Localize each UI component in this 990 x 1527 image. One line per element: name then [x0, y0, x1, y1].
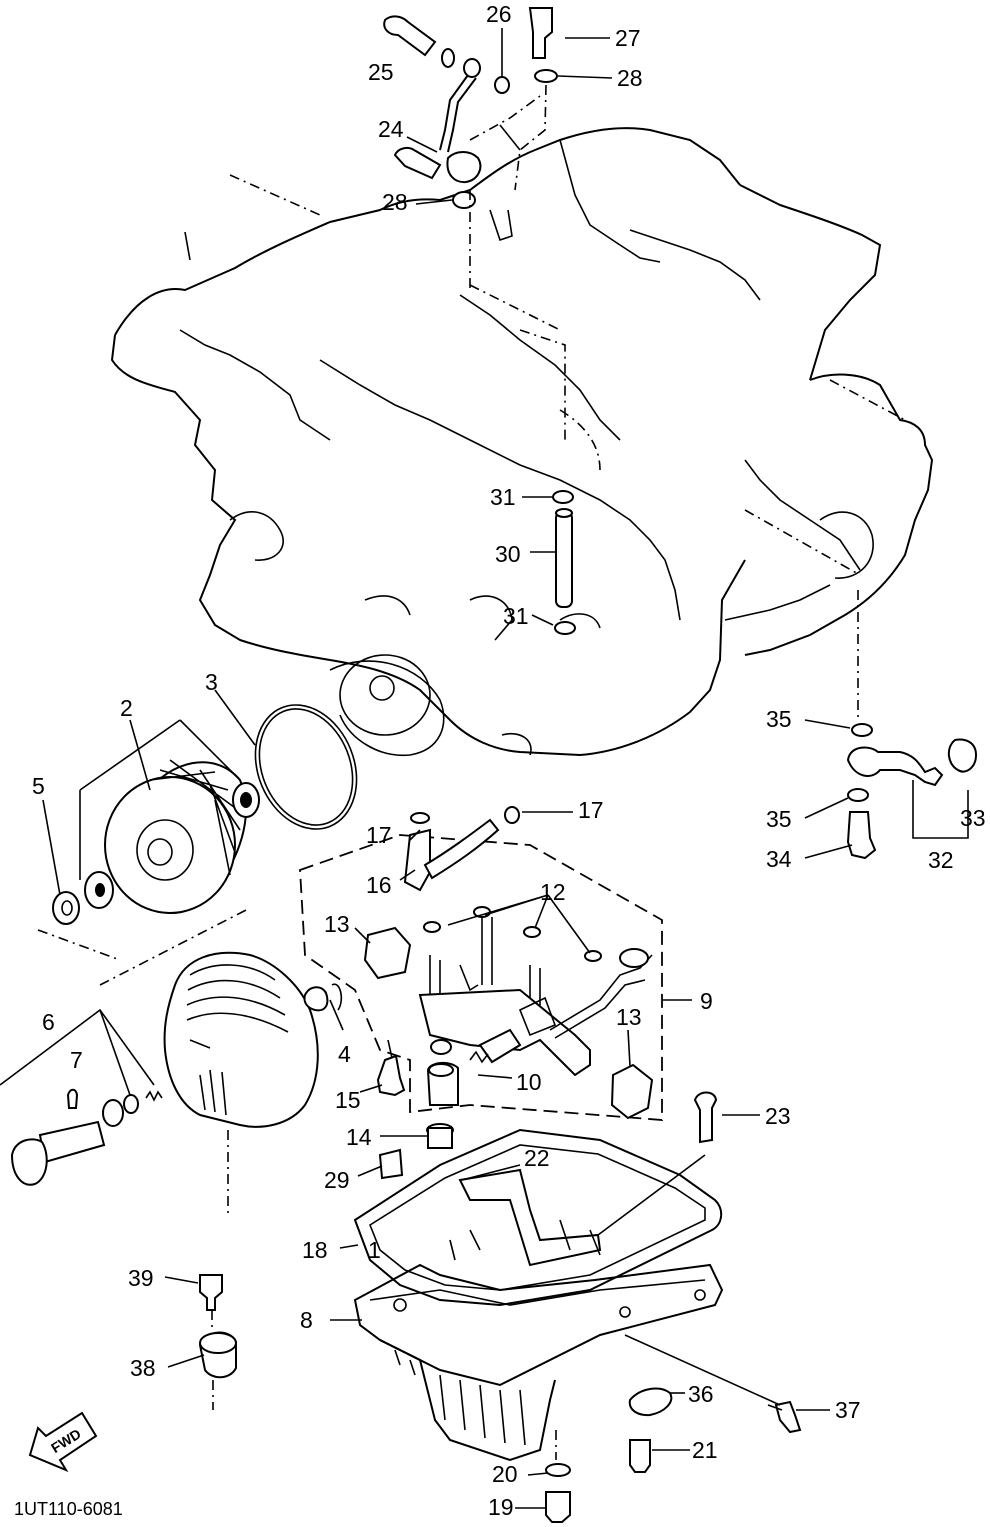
callout-label: 35 [766, 806, 792, 832]
callout-label: 17 [366, 822, 392, 848]
oil-filter-group [37, 704, 358, 986]
callout-label: 4 [338, 1041, 351, 1067]
callout-label: 37 [835, 1397, 861, 1423]
callout-label: 9 [700, 988, 713, 1014]
bolt-and-cap-38-39 [198, 1274, 237, 1410]
callout-label: 6 [42, 1009, 55, 1035]
oil-hose-32-35-group [846, 590, 978, 860]
drawing-code: 1UT110-6081 [14, 1499, 123, 1519]
callout-label: 3 [205, 669, 218, 695]
callout-label: 25 [368, 59, 394, 85]
oil-pipe-30-group [552, 490, 576, 635]
callout-label: 35 [766, 706, 792, 732]
callout-label: 23 [765, 1103, 791, 1129]
callout-label: 16 [366, 872, 392, 898]
callout-label: 19 [488, 1494, 514, 1520]
callout-label: 24 [378, 116, 404, 142]
oil-delivery-top-group [383, 7, 558, 290]
oil-filter-cover-group [0, 951, 343, 1215]
callout-label: 21 [692, 1437, 718, 1463]
callout-label: 28 [617, 65, 643, 91]
callout-label: 29 [324, 1167, 350, 1193]
engine-crankcase-outline [110, 127, 934, 757]
callout-label: 30 [495, 541, 521, 567]
callout-label: 26 [486, 1, 512, 27]
callout-label: 10 [516, 1069, 542, 1095]
callout-label: 15 [335, 1087, 361, 1113]
callout-label: 33 [960, 805, 986, 831]
forward-direction-arrow: FWD [28, 1411, 98, 1473]
callout-leader-lines [42, 28, 853, 1509]
callout-label: 22 [524, 1145, 550, 1171]
callout-label: 36 [688, 1381, 714, 1407]
callout-label: 27 [615, 25, 641, 51]
callout-label: 1 [368, 1237, 381, 1263]
callout-label: 38 [130, 1355, 156, 1381]
callout-label: 5 [32, 773, 45, 799]
callout-label: 7 [70, 1047, 83, 1073]
callout-label: 8 [300, 1307, 313, 1333]
callout-labels: 1 2 3 4 5 6 7 8 9 10 12 13 13 14 15 16 1… [32, 1, 986, 1520]
oil-strainer-group [299, 806, 663, 1121]
callout-label: 34 [766, 846, 792, 872]
callout-label: 13 [324, 911, 350, 937]
callout-label: 2 [120, 695, 133, 721]
callout-label: 39 [128, 1265, 154, 1291]
callout-label: 31 [503, 603, 529, 629]
callout-label: 32 [928, 847, 954, 873]
callout-label: 20 [492, 1461, 518, 1487]
callout-label: 13 [616, 1004, 642, 1030]
callout-label: 31 [490, 484, 516, 510]
callout-label: 14 [346, 1124, 372, 1150]
oil-pan-group [353, 1091, 802, 1523]
callout-label: 18 [302, 1237, 328, 1263]
callout-label: 17 [578, 797, 604, 823]
callout-label: 28 [382, 189, 408, 215]
callout-label: 12 [540, 879, 566, 905]
